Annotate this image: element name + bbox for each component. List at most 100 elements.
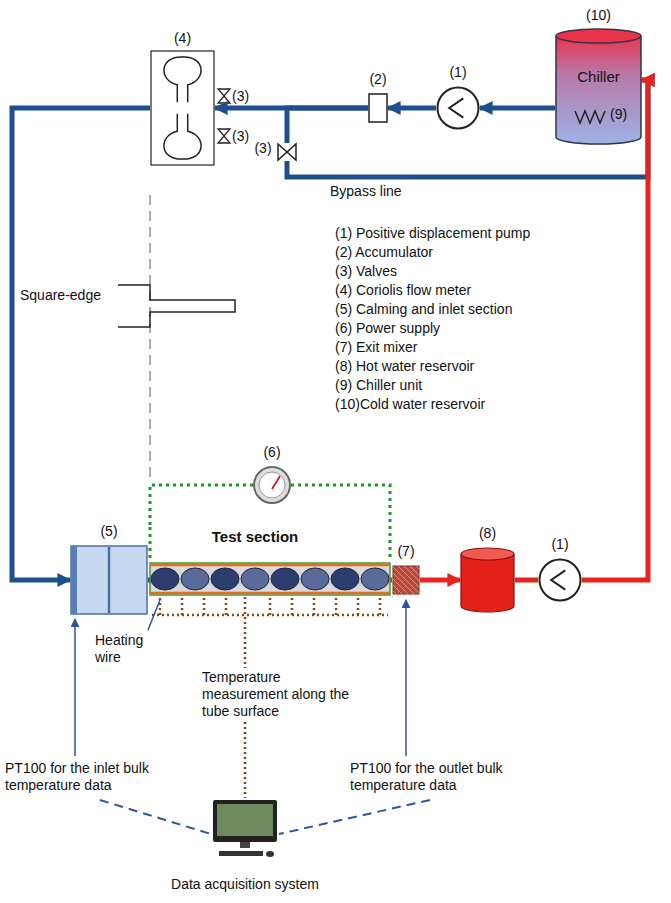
cold-water-reservoir-shape (575, 111, 605, 123)
exit-mixer-shape (398, 566, 419, 587)
calming-section: (5) (70, 545, 148, 615)
exit-mixer-shape (393, 591, 398, 596)
callout-number: (3) (254, 140, 271, 157)
test-section-shape (301, 568, 329, 590)
thermocouple-comb (152, 598, 388, 615)
test-section-shape (241, 568, 269, 590)
callout-number: (3) (232, 88, 249, 105)
exit-mixer-shape (393, 567, 419, 593)
hot-water-reservoir-shape (461, 554, 514, 612)
exit-mixer-shape (393, 573, 416, 596)
sensor-label: PT100 for the outlet bulk temperature da… (350, 760, 555, 794)
pump-symbol-shape (540, 560, 581, 601)
cold-pipe (388, 106, 436, 111)
test-section-shape (150, 563, 390, 595)
valve-symbol (218, 89, 230, 143)
leader-line (148, 600, 160, 630)
exit-mixer-shape (410, 566, 419, 575)
power-supply-shape (259, 472, 285, 498)
part-label: Heating wire (95, 632, 157, 666)
callout-number: (2) (369, 71, 386, 88)
test-section-shape (361, 568, 389, 590)
callout-number: (10) (586, 7, 611, 24)
pump-symbol-shape (538, 558, 582, 602)
hot-pipe (582, 80, 648, 580)
leader-line (75, 600, 406, 756)
key-item: (8) Hot water reservoir (335, 358, 474, 375)
signal-line (279, 800, 430, 834)
thermocouple-comb (152, 598, 388, 615)
exit-mixer-shape (392, 596, 393, 597)
pump-symbol-shape (436, 86, 480, 130)
leader-line (405, 600, 407, 756)
valve-symbol: (3) (277, 143, 297, 161)
data-acquisition-shape (240, 842, 250, 848)
callout-number: (7) (397, 543, 414, 560)
data-acquisition-shape (213, 800, 277, 842)
node-label: Chiller (577, 68, 620, 86)
hot-water-reservoir-shape (460, 547, 515, 613)
part-label: Square-edge (20, 287, 101, 304)
key-item: (4) Coriolis flow meter (335, 282, 471, 299)
cold-pipe (480, 106, 555, 111)
centre-line (150, 195, 151, 480)
exit-mixer-shape (404, 566, 419, 581)
key-item: (3) Valves (335, 263, 397, 280)
callout-number: (1) (551, 536, 568, 553)
hot-pipe (420, 578, 460, 583)
accumulator: (2) (368, 93, 388, 123)
part-label: Temperature measurement along the tube s… (200, 668, 369, 720)
power-supply-shape (254, 467, 290, 503)
power-loop (149, 527, 152, 560)
power-loop (291, 485, 390, 560)
pump-symbol-shape (438, 88, 479, 129)
power-supply-shape (272, 476, 280, 489)
calming-section-shape (108, 547, 111, 613)
exit-mixer-shape (392, 565, 420, 595)
cold-pipe (287, 108, 368, 143)
valve-symbol (218, 89, 230, 103)
test-section-shape (150, 592, 390, 595)
square-edge-inlet (118, 285, 235, 327)
pump-symbol-shape (449, 98, 463, 117)
calming-section-shape (70, 545, 148, 615)
test-section: Test section (150, 527, 390, 597)
exit-mixer: (7) (392, 565, 420, 595)
key-item: (7) Exit mixer (335, 339, 417, 356)
key-item: (1) Positive displacement pump (335, 225, 530, 242)
accumulator-shape (368, 93, 388, 123)
key-item: (10)Cold water reservoir (335, 396, 485, 413)
cold-pipe (12, 108, 150, 580)
exit-mixer-shape (416, 566, 419, 569)
exit-mixer-shape (393, 566, 419, 594)
callout-number: (3) (232, 128, 249, 145)
pump-symbol-shape (551, 570, 565, 589)
centre-line (149, 195, 151, 480)
valve-symbol-shape (278, 144, 296, 160)
flow-meter-shape (150, 50, 215, 166)
test-section-shape (271, 568, 299, 590)
key-item: (2) Accumulator (335, 244, 433, 261)
test-section-shape (211, 568, 239, 590)
accumulator-shape (369, 94, 387, 122)
callout-number: (5) (100, 523, 117, 540)
callout-number: (8) (479, 525, 496, 542)
test-section-shape (151, 568, 179, 590)
test-section-shape (150, 564, 390, 567)
signal-line (100, 800, 211, 834)
calming-section-shape (71, 546, 147, 614)
pump-symbol: (1) (538, 558, 582, 602)
callout-number: (9) (610, 106, 627, 123)
cold-water-reservoir-shape (556, 29, 641, 43)
flow-meter-shape (164, 57, 201, 102)
exit-mixer-shape (393, 585, 404, 596)
callout-number: (1) (449, 64, 466, 81)
data-acquisition-shape (266, 851, 274, 857)
power-supply-shape (253, 466, 291, 504)
key-item: (5) Calming and inlet section (335, 301, 512, 318)
key-item: (9) Chiller unit (335, 377, 422, 394)
valve-symbol (218, 129, 230, 143)
callout-number: (4) (174, 30, 191, 47)
hot-water-reservoir-shape (461, 548, 514, 560)
